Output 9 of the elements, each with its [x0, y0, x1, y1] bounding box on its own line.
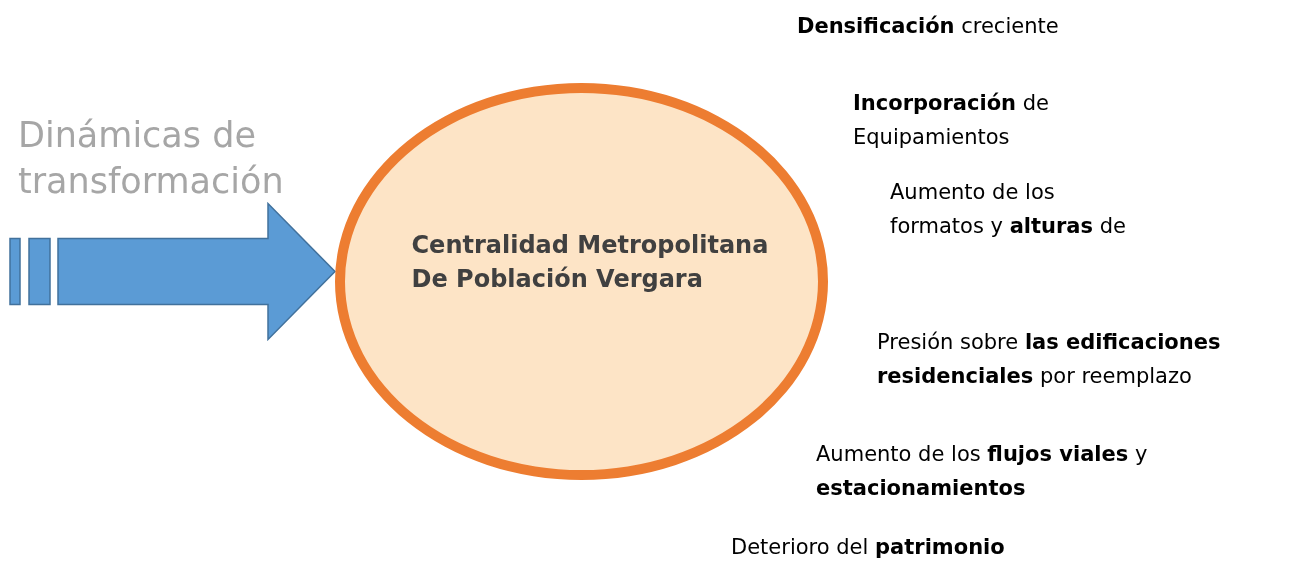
note-text: Incorporación de Equipamientos — [853, 90, 1050, 151]
note-text: Deterioro del patrimonio — [731, 534, 1006, 561]
note-text: Aumento de los formatos y alturas de — [890, 179, 1127, 240]
note-text: Aumento de los flujos viales y estacionamientos — [816, 441, 1149, 502]
note-text: Presión sobre las edificaciones residenciales por reemplazo — [877, 329, 1222, 390]
heading-text: Dinámicas de transformación — [18, 114, 285, 203]
block-arrow — [9, 201, 337, 342]
note-text: Densificación creciente — [797, 13, 1060, 40]
node-text: Centralidad Metropolitana De Población Vergara — [411, 229, 770, 295]
